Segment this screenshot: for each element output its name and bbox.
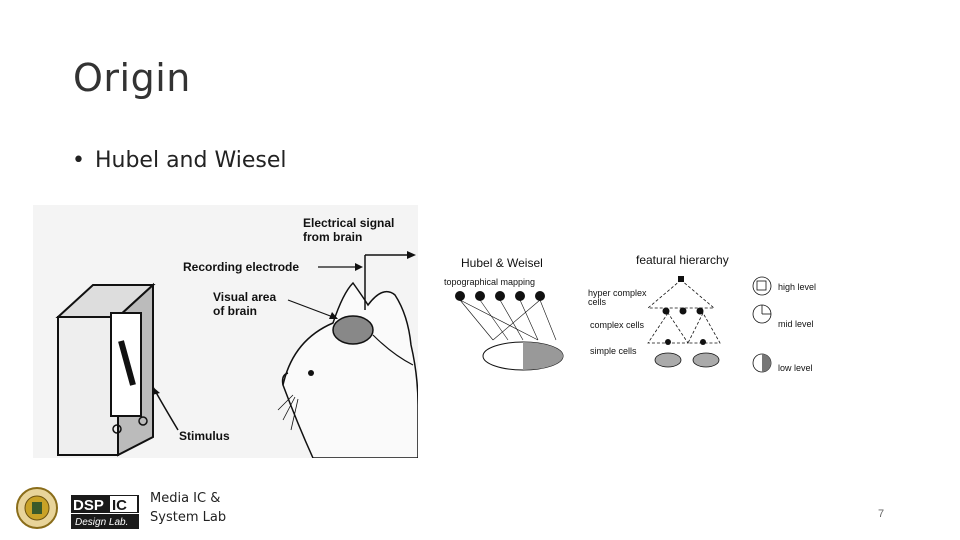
high-level-label: high level <box>778 282 816 292</box>
lab-name-line1: Media IC & <box>150 491 221 506</box>
label-recording-electrode: Recording electrode <box>183 260 299 274</box>
simple-cells-label: simple cells <box>590 346 637 356</box>
low-level-label: low level <box>778 363 813 373</box>
hubel-weisel-title: Hubel & Weisel <box>461 256 543 270</box>
bullet-dot: • <box>72 148 85 173</box>
brain-area <box>332 315 374 345</box>
label-visual-area-2: of brain <box>213 304 257 318</box>
bullet-item: • Hubel and Wiesel <box>72 148 287 173</box>
logo-ic-text: IC <box>112 497 127 514</box>
featural-hierarchy-figure: Hubel & Weisel featural hierarchy topogr… <box>444 253 816 373</box>
bullet-text: Hubel and Wiesel <box>94 148 287 173</box>
cat-experiment-figure: Electrical signal from brain Recording e… <box>33 205 418 458</box>
logo-design-lab-text: Design Lab. <box>75 517 128 528</box>
label-stimulus: Stimulus <box>179 429 230 443</box>
stimulus-bar <box>118 340 136 386</box>
logo-dsp-text: DSP <box>73 497 104 514</box>
hyper-complex-label-1: hyper complex <box>588 288 647 298</box>
lab-name: Media IC & System Lab <box>150 489 226 527</box>
dspic-lab-logo: DSP IC Design Lab. <box>16 487 139 529</box>
slide-title: Origin <box>73 56 191 100</box>
complex-cells-label: complex cells <box>590 320 645 330</box>
mid-level-label: mid level <box>778 319 814 329</box>
label-electrical-signal-1: Electrical signal <box>303 216 394 230</box>
lab-name-line2: System Lab <box>150 510 227 525</box>
featural-hierarchy-title: featural hierarchy <box>636 253 729 267</box>
page-number: 7 <box>878 508 885 520</box>
topographical-mapping-label: topographical mapping <box>444 277 535 287</box>
label-visual-area-1: Visual area <box>213 290 276 304</box>
label-electrical-signal-2: from brain <box>303 230 362 244</box>
hyper-complex-label-2: cells <box>588 297 607 307</box>
